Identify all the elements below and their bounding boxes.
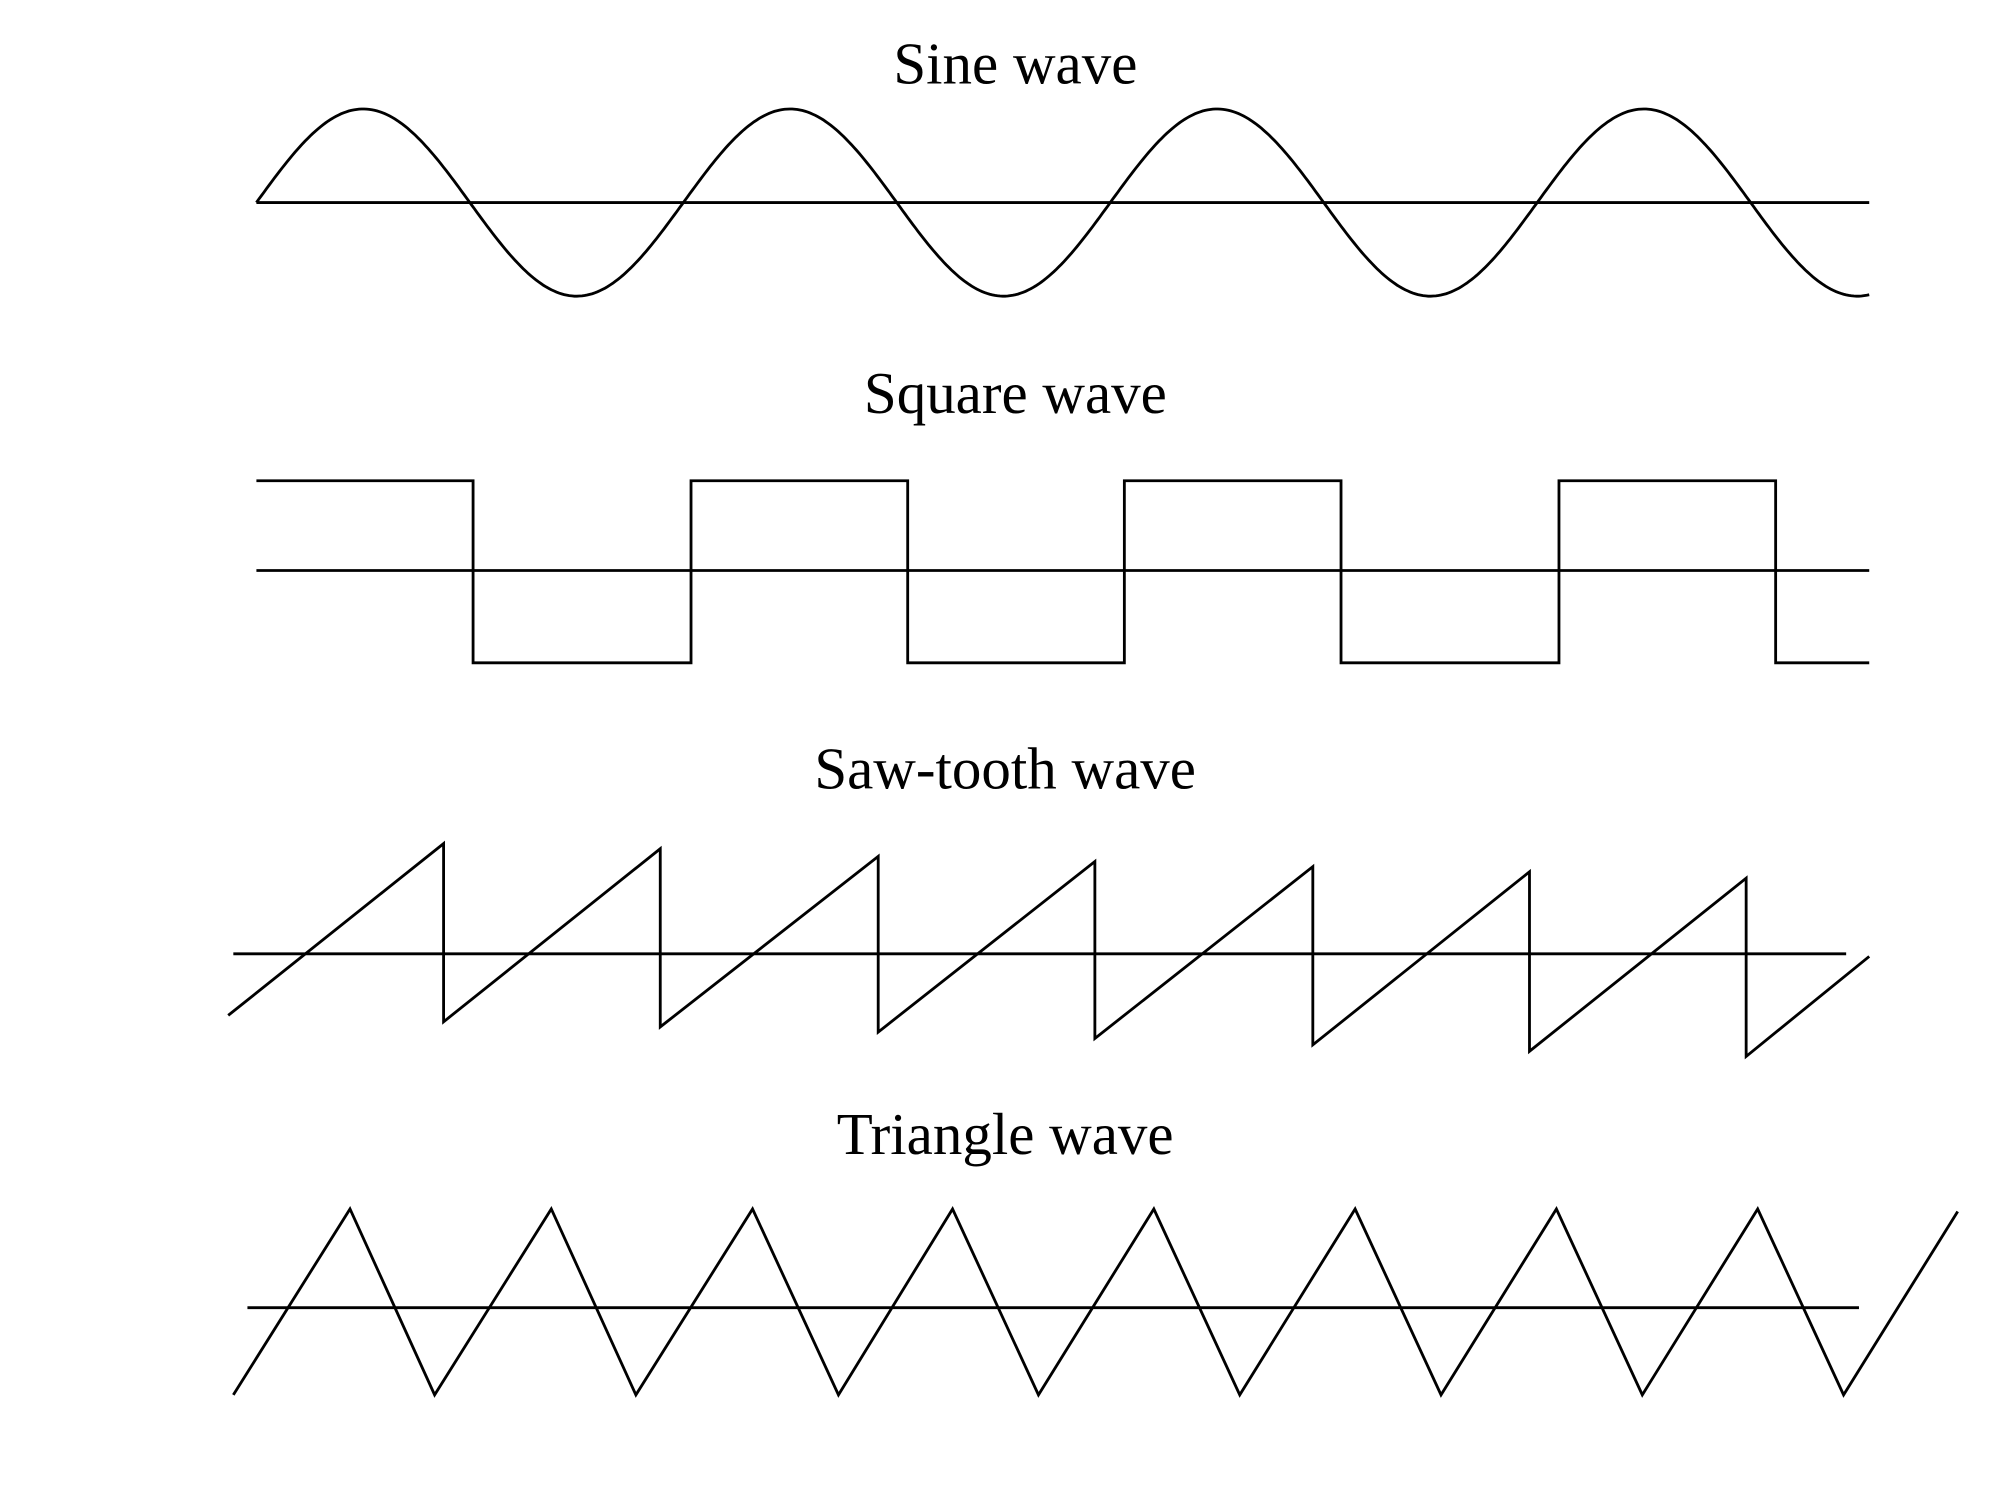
square-title: Square wave — [864, 360, 1167, 426]
sine-title: Sine wave — [893, 30, 1137, 96]
sawtooth-title: Saw-tooth wave — [814, 735, 1196, 801]
triangle-curve — [232, 1205, 1959, 1398]
square-curve — [256, 479, 1870, 665]
triangle-title: Triangle wave — [837, 1101, 1174, 1167]
sine-curve — [255, 107, 1870, 298]
sawtooth-curve — [227, 840, 1871, 1060]
